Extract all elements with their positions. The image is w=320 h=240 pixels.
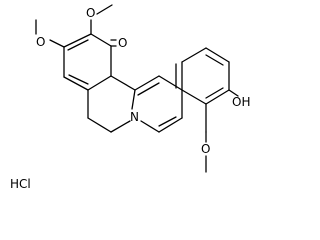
bond-c13a-c13-double	[137, 82, 160, 96]
bond-c8-n	[140, 120, 160, 133]
ring-d-bonds	[175, 47, 230, 133]
bond-c9a-c13b	[181, 89, 207, 105]
hydroxyl-label: OH	[232, 95, 250, 109]
bond-c8a-c8	[158, 117, 183, 133]
bond-c8a-c8-double	[158, 116, 177, 127]
bond-c2-c3-double	[67, 39, 89, 51]
bond-c3-ome	[49, 39, 65, 48]
bond-c13a-c13	[134, 75, 160, 91]
bond-c9-c9a	[205, 89, 230, 105]
bond-c4-c4a	[63, 76, 89, 91]
atom-labels: O O O N OH O	[36, 6, 250, 156]
methoxy-oxygen-label: O	[86, 6, 95, 20]
ring-a-bonds	[63, 33, 112, 91]
bond-c6-n	[110, 120, 131, 133]
bond-c4a-c12b	[87, 75, 112, 91]
nitrogen-label: N	[130, 110, 139, 124]
ring-c-bonds	[134, 75, 183, 133]
bond-c13-c13b	[158, 75, 183, 91]
bond-c9-oh	[228, 89, 239, 97]
bond-c11-c10	[205, 47, 230, 63]
bond-c12-c11	[181, 47, 207, 63]
hcl-counterion-label: HCl	[10, 177, 31, 191]
bond-c13a-c12b	[110, 75, 136, 91]
bond-c2-c3	[63, 33, 92, 48]
chemical-structure: O O O N OH O HCl	[10, 4, 250, 191]
bond-c9-c9a-double	[205, 87, 224, 99]
carbonyl-oxygen-label: O	[118, 36, 127, 50]
ring-a-substituents	[35, 4, 117, 48]
methoxy-oxygen-label: O	[201, 142, 210, 156]
bond-n-c13a	[131, 89, 136, 110]
ring-b-bonds	[87, 75, 136, 133]
ring-d-substituents	[205, 89, 239, 173]
bond-c11-c10-double	[205, 54, 224, 66]
bond-c1-c2	[90, 33, 112, 47]
methoxy-oxygen-label: O	[36, 35, 45, 49]
bond-c4-c4a-double	[68, 74, 89, 85]
bond-c5-c6	[87, 117, 112, 133]
bond-ome2-ch3	[96, 4, 113, 15]
